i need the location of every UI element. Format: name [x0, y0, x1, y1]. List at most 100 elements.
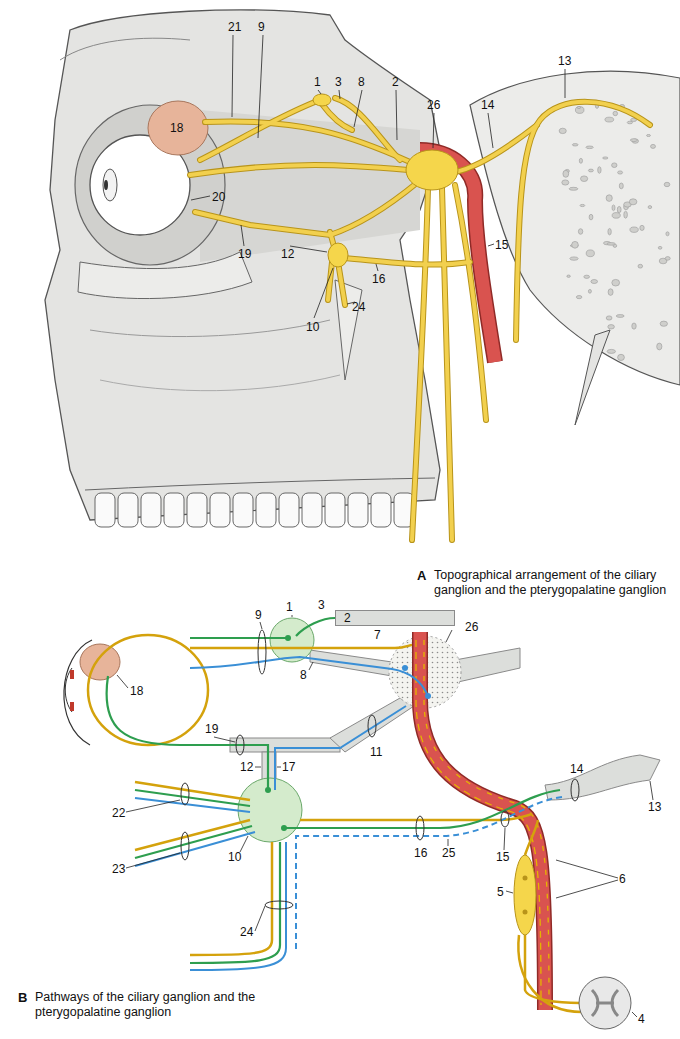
carotid-artery — [424, 640, 549, 1005]
bone-texture — [619, 183, 623, 189]
bone-texture — [607, 243, 615, 246]
leader-line — [504, 828, 505, 850]
callout-number: 15 — [496, 850, 509, 864]
callout-number: 3 — [335, 75, 342, 89]
sensory-fiber — [296, 797, 562, 950]
nerve — [328, 262, 332, 300]
bone-texture — [607, 349, 615, 353]
leader-line — [240, 836, 248, 852]
callout-number: 14 — [570, 762, 583, 776]
spinal-cord — [592, 990, 618, 1016]
callout-number: 1 — [286, 600, 293, 614]
label-ring — [181, 783, 189, 805]
nerve-band: 2 — [335, 610, 455, 626]
bone-texture — [640, 225, 644, 230]
nerve — [516, 102, 650, 340]
eyeball — [104, 180, 108, 190]
callout-number: 6 — [619, 872, 626, 886]
leader-line — [556, 880, 618, 898]
bone-texture — [586, 250, 594, 257]
nerve — [412, 188, 428, 540]
nerve — [335, 98, 400, 160]
bone-texture — [638, 264, 643, 268]
label-ring — [368, 715, 376, 737]
bone-texture — [608, 289, 613, 296]
bone-texture — [591, 280, 598, 284]
eye — [70, 670, 74, 679]
teeth — [348, 493, 368, 527]
sensory-fiber — [135, 657, 562, 970]
nerve — [455, 125, 537, 172]
callout-number: 25 — [442, 846, 455, 860]
synapse-dot — [265, 787, 271, 793]
leader-line — [448, 839, 449, 846]
bone-texture — [576, 296, 582, 299]
nerve — [455, 185, 486, 420]
leader-line — [290, 246, 327, 252]
bone-texture — [578, 229, 582, 235]
callout-number: 26 — [465, 620, 478, 634]
bone-texture — [612, 279, 620, 286]
sympathetic-fiber — [525, 935, 580, 1003]
eyeball — [103, 169, 117, 201]
bone-texture — [606, 195, 612, 202]
leader-line — [191, 196, 210, 200]
label-ring — [265, 901, 293, 909]
caption-text: Topographical arrangement of the ciliary… — [434, 568, 670, 598]
teeth — [95, 493, 414, 527]
bone-texture — [618, 354, 625, 360]
leader-line — [506, 891, 513, 893]
nerve — [322, 104, 352, 130]
callout-number: 4 — [638, 1012, 645, 1026]
callout-number: 9 — [258, 20, 265, 34]
leader-line — [241, 225, 244, 246]
nerve-band — [545, 755, 660, 800]
teeth — [279, 493, 299, 527]
callout-number: 19 — [238, 247, 251, 261]
leader-line — [488, 113, 493, 148]
callout-number: 16 — [372, 272, 385, 286]
teeth — [233, 493, 253, 527]
callout-number: 22 — [112, 806, 125, 820]
bone-texture — [617, 206, 621, 212]
teeth — [187, 493, 207, 527]
parasympathetic-fiber — [190, 637, 288, 639]
spinal-cord — [579, 977, 631, 1029]
ganglion — [406, 150, 458, 190]
eye — [80, 644, 120, 680]
parasympathetic-fiber — [284, 790, 560, 828]
bone-texture — [630, 139, 637, 142]
callout-number: 11 — [370, 745, 382, 759]
parasympathetic-ganglion — [238, 778, 302, 842]
sympathetic-ganglion — [523, 876, 528, 881]
sensory-fiber — [190, 657, 428, 696]
callout-number: 12 — [240, 760, 253, 774]
leader-line — [117, 675, 128, 688]
bone-texture — [605, 117, 614, 122]
bone-texture — [629, 199, 637, 205]
bone-texture — [577, 106, 580, 108]
leader-line — [632, 1012, 637, 1017]
bone-texture — [624, 211, 628, 218]
synapse-dot — [285, 635, 291, 641]
bone-texture — [580, 204, 585, 206]
bone-texture — [647, 135, 651, 137]
bone-texture — [665, 257, 670, 261]
nerve — [195, 182, 418, 235]
callout-number: 13 — [648, 800, 661, 814]
bone-texture — [612, 163, 617, 168]
bone-texture — [648, 206, 652, 209]
nerve — [200, 100, 320, 160]
bone-texture — [589, 214, 593, 220]
callout-number: 26 — [427, 98, 440, 112]
eye — [64, 640, 120, 745]
nerve-band — [455, 648, 520, 682]
nerve — [338, 262, 345, 305]
bone-texture — [584, 275, 590, 278]
ganglion — [313, 94, 331, 106]
callout-number: 17 — [282, 760, 295, 774]
leader-line — [446, 630, 452, 642]
skull — [78, 252, 252, 299]
bone-texture — [608, 229, 611, 235]
